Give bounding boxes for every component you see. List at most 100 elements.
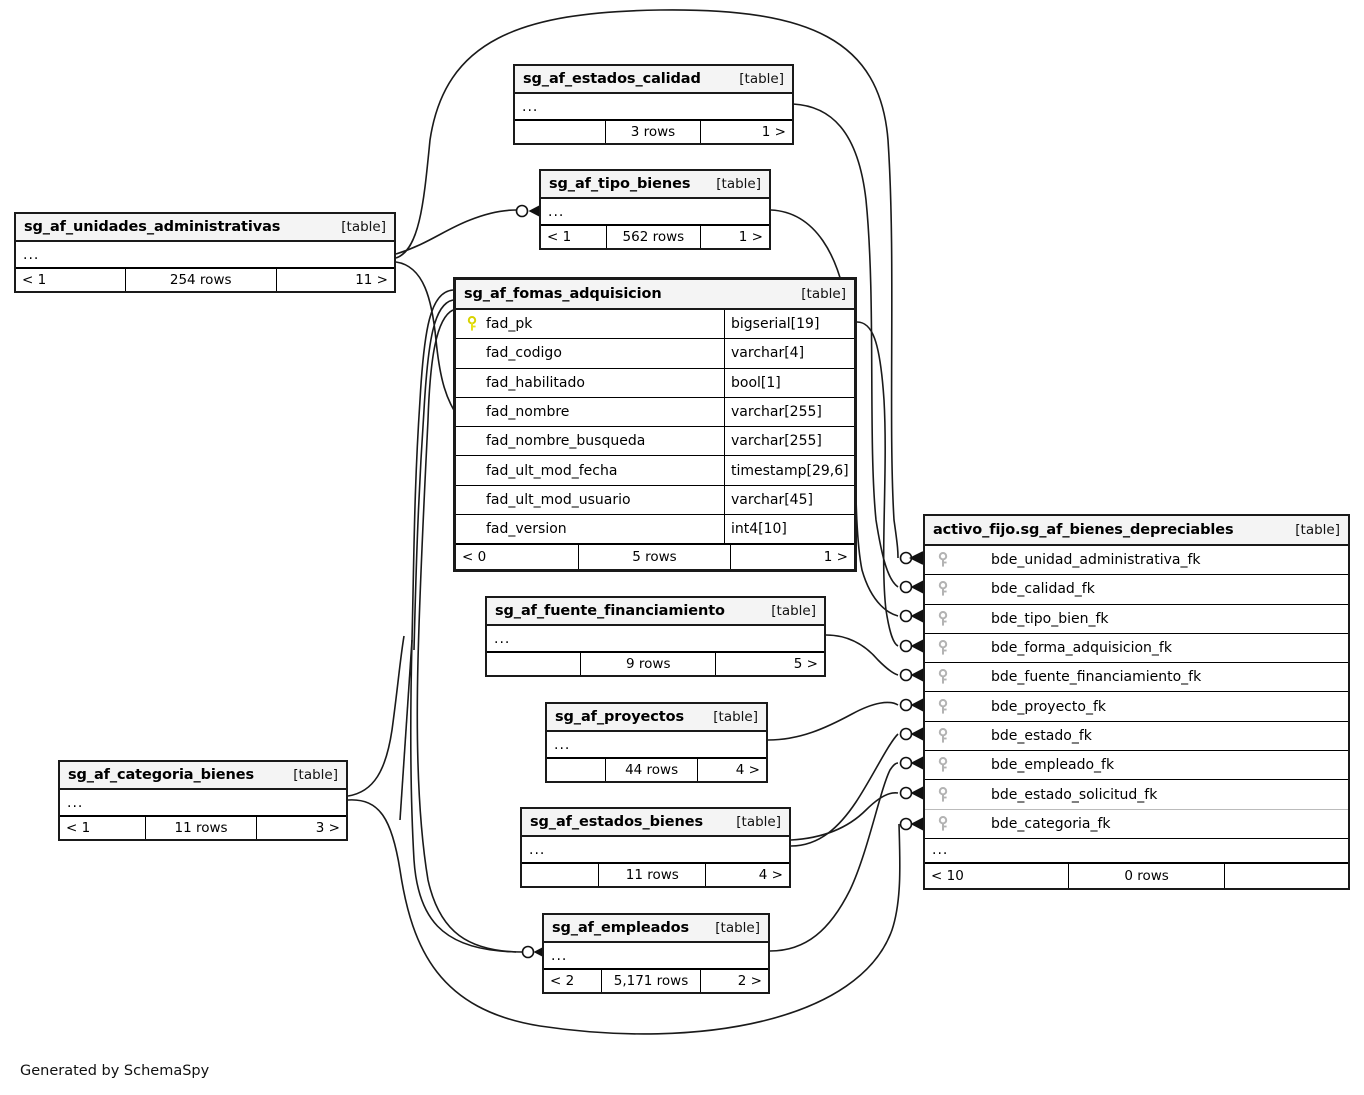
columns-ellipsis: ... [16,242,394,268]
footer-rowcount: 254 rows [126,269,277,291]
table-row[interactable]: bde_unidad_administrativa_fk [925,546,1348,576]
table-name: sg_af_unidades_administrativas [24,219,281,235]
columns-ellipsis: ... [541,199,769,225]
table-sg-af-tipo-bienes[interactable]: sg_af_tipo_bienes [table] ... < 1 562 ro… [539,169,771,250]
table-title: sg_af_categoria_bienes [table] [60,762,346,790]
key-icon [935,698,951,715]
column-name: fad_habilitado [486,374,585,391]
table-name: sg_af_categoria_bienes [68,767,255,783]
table-row[interactable]: bde_fuente_financiamiento_fk [925,663,1348,693]
table-name: sg_af_estados_bienes [530,814,703,830]
key-icon [935,581,951,597]
column-type: int4[10] [724,515,854,544]
column-type: bigserial[19] [724,310,854,339]
table-name: sg_af_fomas_adquisicion [464,286,662,302]
column-name-cell: fad_ult_mod_fecha [456,456,724,484]
column-name-cell: bde_estado_fk [925,722,1348,750]
table-row[interactable]: fad_habilitado bool[1] [456,368,854,398]
table-sg-af-estados-calidad[interactable]: sg_af_estados_calidad [table] ... 3 rows… [513,64,794,145]
footer-children: 11 > [355,272,388,288]
table-row[interactable]: fad_pk bigserial[19] [456,310,854,340]
table-footer: < 1 254 rows 11 > [16,268,394,291]
table-row[interactable]: fad_ult_mod_usuario varchar[45] [456,485,854,516]
columns-ellipsis: ... [925,839,1348,863]
footer-parents [547,759,607,781]
table-title: sg_af_proyectos [table] [547,704,766,732]
key-icon [935,757,951,773]
column-name-cell: bde_estado_solicitud_fk [925,780,1348,808]
columns-ellipsis: ... [515,94,792,120]
table-sg-af-proyectos[interactable]: sg_af_proyectos [table] ... 44 rows 4 > [545,702,768,783]
column-name-cell: fad_nombre_busqueda [456,427,724,455]
table-row[interactable]: fad_version int4[10] [456,515,854,545]
table-row[interactable]: fad_nombre_busqueda varchar[255] [456,427,854,457]
table-sg-af-estados-bienes[interactable]: sg_af_estados_bienes [table] ... 11 rows… [520,807,791,888]
footer-parents: < 10 [925,863,1069,888]
column-name: bde_estado_solicitud_fk [991,786,1158,803]
table-row[interactable]: bde_empleado_fk [925,751,1348,781]
table-sg-af-categoria-bienes[interactable]: sg_af_categoria_bienes [table] ... < 1 1… [58,760,348,841]
column-name-cell: bde_calidad_fk [925,575,1348,603]
table-name: sg_af_empleados [552,920,689,936]
key-icon [464,316,480,332]
table-row[interactable]: bde_tipo_bien_fk [925,605,1348,634]
table-name: sg_af_fuente_financiamiento [495,603,725,619]
table-row[interactable]: fad_ult_mod_fecha timestamp[29,6] [456,456,854,486]
column-name: bde_proyecto_fk [991,698,1106,715]
table-activo-fijo-sg-af-bienes-depreciables[interactable]: activo_fijo.sg_af_bienes_depreciables [t… [923,514,1350,890]
table-footer: < 1 11 rows 3 > [60,816,346,839]
footer-rowcount: 11 rows [146,817,258,839]
table-footer: 3 rows 1 > [515,120,792,143]
table-sg-af-fomas-adquisicion[interactable]: sg_af_fomas_adquisicion [table] fad_pk b… [453,277,857,573]
key-icon [935,552,951,568]
footer-parents [515,121,607,143]
column-type: bool[1] [724,368,854,397]
spacer-icon [464,345,480,361]
column-name: fad_codigo [486,345,562,362]
table-row[interactable]: bde_forma_adquisicion_fk [925,634,1348,664]
table-title: sg_af_empleados [table] [544,915,768,943]
column-name: fad_ult_mod_fecha [486,462,618,479]
table-name: sg_af_tipo_bienes [549,176,691,192]
table-footer: < 10 0 rows [925,862,1348,888]
footer-children: 2 > [737,973,762,989]
table-row[interactable]: fad_codigo varchar[4] [456,339,854,369]
table-tag: [table] [771,603,816,619]
table-tag: [table] [715,920,760,936]
table-sg-af-empleados[interactable]: sg_af_empleados [table] ... < 2 5,171 ro… [542,913,770,994]
column-name-cell: bde_tipo_bien_fk [925,605,1348,633]
key-icon [935,815,951,832]
table-row[interactable]: bde_categoria_fk [925,810,1348,839]
column-name-cell: bde_unidad_administrativa_fk [925,546,1348,574]
column-name-cell: fad_pk [456,310,724,338]
footer-parents: < 1 [60,817,146,839]
column-type: varchar[4] [724,339,854,368]
table-name: activo_fijo.sg_af_bienes_depreciables [933,522,1234,538]
table-footer: 11 rows 4 > [522,863,789,886]
table-tag: [table] [341,219,386,235]
column-name-cell: fad_codigo [456,339,724,367]
column-name: fad_pk [486,316,533,333]
table-row[interactable]: bde_estado_fk [925,722,1348,752]
table-sg-af-unidades-administrativas[interactable]: sg_af_unidades_administrativas [table] .… [14,212,396,293]
columns-ellipsis: ... [522,837,789,863]
table-row[interactable]: fad_nombre varchar[255] [456,397,854,428]
spacer-icon [464,433,480,449]
footer-rowcount: 9 rows [581,653,717,675]
footer-children: 4 > [735,762,760,778]
table-row[interactable]: bde_estado_solicitud_fk [925,780,1348,810]
table-tag: [table] [736,814,781,830]
table-row[interactable]: bde_calidad_fk [925,575,1348,605]
footer-rowcount: 44 rows [606,759,699,781]
key-icon [935,640,951,656]
table-row[interactable]: bde_proyecto_fk [925,692,1348,722]
column-name: bde_tipo_bien_fk [991,610,1109,627]
footer-children [1225,864,1348,888]
table-sg-af-fuente-financiamiento[interactable]: sg_af_fuente_financiamiento [table] ... … [485,596,826,677]
column-name: bde_forma_adquisicion_fk [991,640,1172,657]
table-tag: [table] [1295,522,1340,538]
table-footer: < 2 5,171 rows 2 > [544,969,768,992]
column-name-cell: bde_empleado_fk [925,751,1348,779]
table-footer: < 1 562 rows 1 > [541,225,769,248]
footer-parents: < 2 [544,970,603,992]
